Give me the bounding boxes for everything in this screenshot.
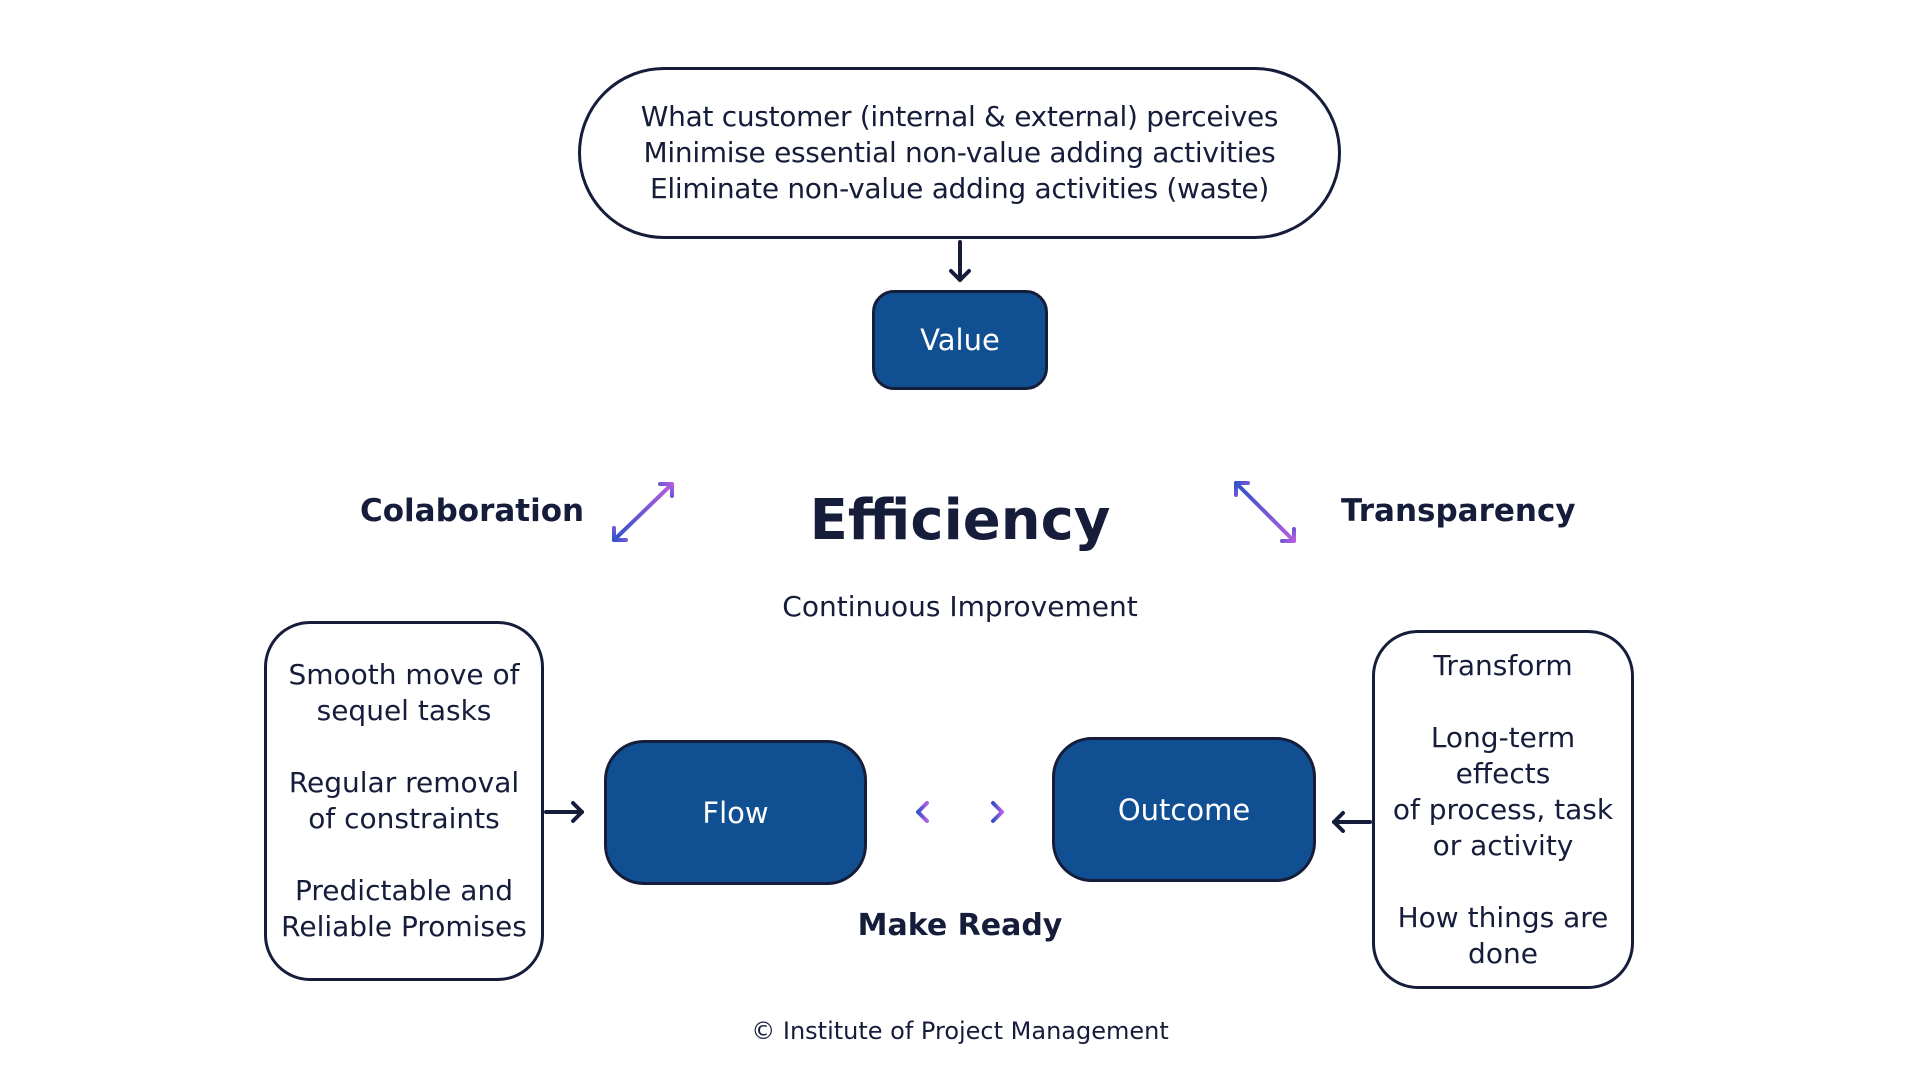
pill-line: Minimise essential non-value adding acti… bbox=[643, 136, 1276, 169]
outcome-node: Outcome bbox=[1052, 737, 1316, 882]
pill-line: Eliminate non-value adding activities (w… bbox=[650, 172, 1269, 205]
pill-line: What customer (internal & external) perc… bbox=[640, 100, 1279, 133]
transparency-label: Transparency bbox=[1341, 493, 1576, 529]
outcome-characteristics-box: Transform Long-term effects of process, … bbox=[1372, 630, 1634, 989]
box-line: Transform bbox=[1433, 648, 1573, 682]
box-line: or activity bbox=[1432, 828, 1574, 862]
make-ready-label: Make Ready bbox=[857, 908, 1063, 943]
box-line: Predictable and bbox=[295, 874, 513, 907]
box-line: Regular removal bbox=[288, 766, 520, 799]
flow-node-label: Flow bbox=[702, 795, 769, 830]
flow-node: Flow bbox=[604, 740, 867, 885]
flow-characteristics-box: Smooth move of sequel tasks Regular remo… bbox=[264, 621, 544, 981]
continuous-improvement-label: Continuous Improvement bbox=[782, 590, 1138, 623]
box-line: Reliable Promises bbox=[281, 910, 527, 943]
box-line: sequel tasks bbox=[316, 694, 492, 727]
outcome-node-label: Outcome bbox=[1117, 792, 1251, 827]
flow-outcome-double-arrow bbox=[916, 801, 1004, 823]
arrow-down-to-value bbox=[949, 240, 971, 282]
value-definition-pill: What customer (internal & external) perc… bbox=[578, 67, 1341, 239]
collaboration-double-arrow bbox=[612, 482, 674, 542]
colaboration-label: Colaboration bbox=[360, 493, 585, 529]
value-node: Value bbox=[872, 290, 1048, 390]
arrow-left-box-to-flow bbox=[544, 801, 584, 823]
efficiency-title: Efficiency bbox=[809, 488, 1111, 553]
box-line: effects bbox=[1455, 756, 1551, 790]
box-line: of process, task bbox=[1392, 792, 1614, 826]
arrow-right-box-to-outcome bbox=[1332, 811, 1372, 833]
value-node-label: Value bbox=[920, 323, 1000, 357]
transparency-double-arrow bbox=[1234, 481, 1296, 543]
box-line: of constraints bbox=[308, 802, 500, 835]
copyright-footer: © Institute of Project Management bbox=[751, 1017, 1169, 1045]
box-line: Smooth move of bbox=[288, 658, 520, 691]
box-line: How things are bbox=[1397, 900, 1609, 934]
box-line: done bbox=[1468, 936, 1538, 970]
box-line: Long-term bbox=[1430, 720, 1576, 754]
